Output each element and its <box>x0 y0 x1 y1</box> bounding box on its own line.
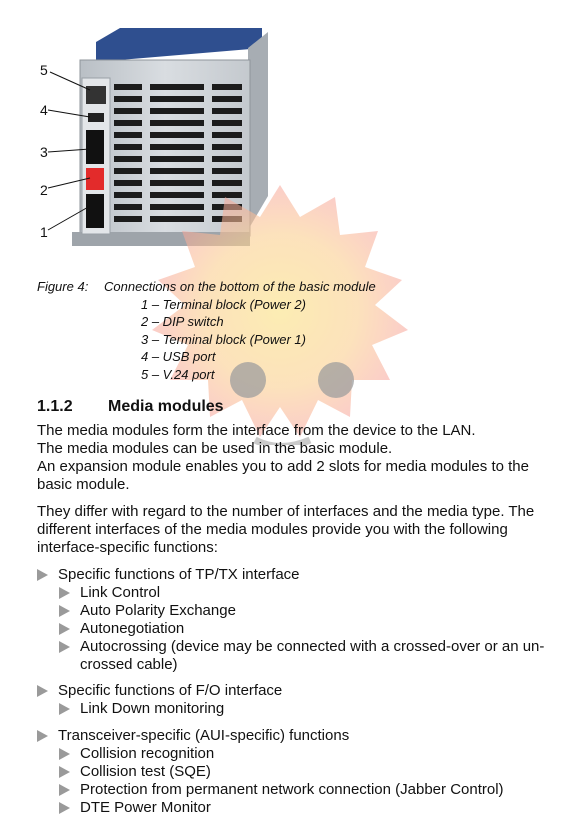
sub-item-text: Autocrossing (device may be connected wi… <box>80 638 545 673</box>
v24-port <box>86 86 106 104</box>
list-item: Specific functions of F/O interface Link… <box>37 682 572 718</box>
list-item: Specific functions of TP/TX interface Li… <box>37 566 572 674</box>
device-side-panel <box>248 32 268 230</box>
bullet-triangle-icon <box>37 685 48 697</box>
caption-item: 2 – DIP switch <box>141 314 224 330</box>
list-label: Specific functions of F/O interface <box>58 682 283 699</box>
sub-list-item: Autocrossing (device may be connected wi… <box>59 638 572 674</box>
bullet-triangle-icon <box>59 641 70 653</box>
sub-item-text: Autonegotiation <box>80 620 185 637</box>
caption-title: Connections on the bottom of the basic m… <box>104 279 376 294</box>
callout-3: 3 <box>40 144 48 160</box>
sub-item-text: Protection from permanent network connec… <box>80 781 504 798</box>
sub-list-item: Autonegotiation <box>59 620 572 638</box>
sub-list-item: Link Down monitoring <box>59 700 572 718</box>
caption-items: 1 – Terminal block (Power 2) 2 – DIP swi… <box>141 296 376 384</box>
bullet-triangle-icon <box>59 703 70 715</box>
sub-item-text: Link Control <box>80 584 161 601</box>
sub-item-text: Link Down monitoring <box>80 700 225 717</box>
sub-list-item: Collision test (SQE) <box>59 763 572 781</box>
sub-list-item: Protection from permanent network connec… <box>59 781 572 799</box>
intro-line: An expansion module enables you to add 2… <box>37 458 529 493</box>
terminal-block-power-1 <box>86 130 104 164</box>
intro-line: The media modules form the interface fro… <box>37 422 476 439</box>
bullet-triangle-icon <box>59 802 70 814</box>
list-header: Transceiver-specific (AUI-specific) func… <box>37 727 572 745</box>
differ-paragraph: They differ with regard to the number of… <box>37 503 535 556</box>
usb-port <box>88 113 104 122</box>
bullet-triangle-icon <box>59 748 70 760</box>
sub-list: Link Control Auto Polarity Exchange Auto… <box>37 584 572 674</box>
list-label: Specific functions of TP/TX interface <box>58 566 300 583</box>
callout-1: 1 <box>40 224 48 240</box>
tp-tx-functions-list: Specific functions of TP/TX interface Li… <box>37 566 572 674</box>
device-illustration <box>47 28 268 246</box>
bullet-triangle-icon <box>59 766 70 778</box>
caption-item: 1 – Terminal block (Power 2) <box>141 296 306 312</box>
device-top-panel <box>96 28 262 62</box>
sub-list-item: DTE Power Monitor <box>59 799 572 817</box>
sub-list-item: Collision recognition <box>59 745 572 763</box>
caption-item: 5 – V.24 port <box>141 366 215 382</box>
callout-4: 4 <box>40 102 48 118</box>
list-item: Transceiver-specific (AUI-specific) func… <box>37 727 572 817</box>
fo-functions-list: Specific functions of F/O interface Link… <box>37 682 572 718</box>
callout-2: 2 <box>40 182 48 198</box>
sub-item-text: Collision test (SQE) <box>80 763 211 780</box>
sub-list: Link Down monitoring <box>37 700 572 718</box>
figure-caption: Figure 4: Connections on the bottom of t… <box>37 278 376 397</box>
sub-item-text: Collision recognition <box>80 745 215 762</box>
callout-5: 5 <box>40 62 48 78</box>
list-label: Transceiver-specific (AUI-specific) func… <box>58 727 350 744</box>
bullet-triangle-icon <box>59 623 70 635</box>
caption-label: Figure 4: <box>37 279 89 294</box>
bullet-triangle-icon <box>59 784 70 796</box>
callout-lines <box>47 71 91 231</box>
sub-list-item: Auto Polarity Exchange <box>59 602 572 620</box>
aui-functions-list: Transceiver-specific (AUI-specific) func… <box>37 727 572 817</box>
sub-list: Collision recognition Collision test (SQ… <box>37 745 572 817</box>
section-heading: 1.1.2 Media modules <box>37 397 224 417</box>
caption-item: 4 – USB port <box>141 349 216 365</box>
sub-item-text: DTE Power Monitor <box>80 799 211 816</box>
caption-item: 3 – Terminal block (Power 1) <box>141 331 306 347</box>
section-title: Media modules <box>108 398 224 415</box>
intro-paragraph: The media modules form the interface fro… <box>37 422 567 494</box>
intro-line: The media modules can be used in the bas… <box>37 440 393 457</box>
bullet-triangle-icon <box>59 605 70 617</box>
section-number: 1.1.2 <box>37 398 73 415</box>
dip-switch <box>86 168 104 190</box>
bullet-triangle-icon <box>37 569 48 581</box>
sub-item-text: Auto Polarity Exchange <box>80 602 236 619</box>
bullet-triangle-icon <box>37 730 48 742</box>
bullet-triangle-icon <box>59 587 70 599</box>
terminal-block-power-2 <box>86 194 104 228</box>
list-header: Specific functions of TP/TX interface <box>37 566 572 584</box>
sub-list-item: Link Control <box>59 584 572 602</box>
list-header: Specific functions of F/O interface <box>37 682 572 700</box>
